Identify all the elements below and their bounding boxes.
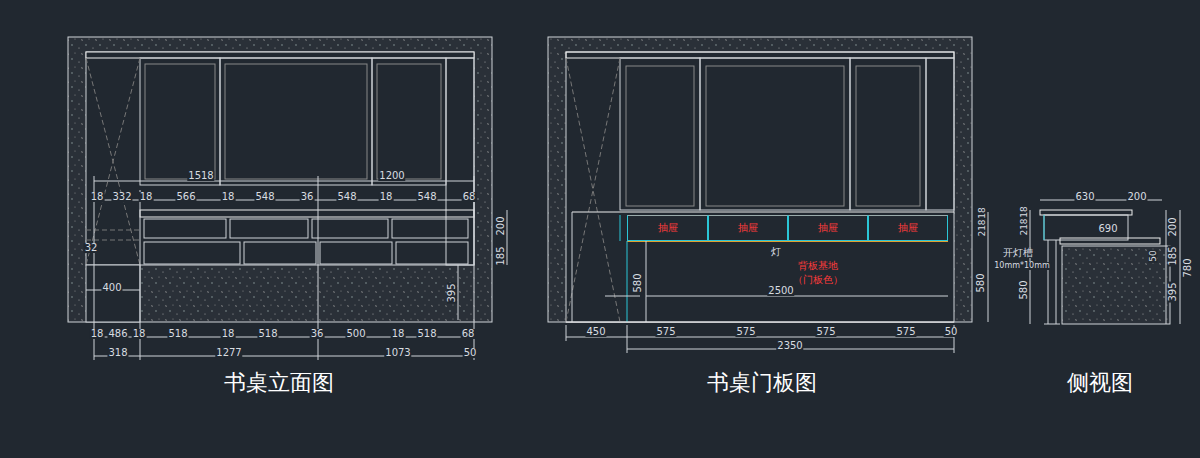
dimension-label: 575 xyxy=(895,327,916,337)
dimension-label: 548 xyxy=(416,192,437,202)
dimension-label: 18 xyxy=(391,329,406,339)
dimension-label: 566 xyxy=(175,192,196,202)
dimension-label: 400 xyxy=(101,283,122,293)
dimension-label: 18 xyxy=(139,192,154,202)
dimension-label: 395 xyxy=(447,282,457,303)
dimension-label: 185 xyxy=(496,245,506,266)
dimension-label: 580 xyxy=(1019,279,1029,300)
dimension-label: 218 xyxy=(1020,217,1029,236)
dimension-label: 50 xyxy=(1149,249,1158,262)
drawing-caption: 书桌立面图 xyxy=(223,372,335,394)
dimension-label: 18 xyxy=(90,329,105,339)
dimension-label: 575 xyxy=(655,327,676,337)
drawer-label: 抽屉 xyxy=(898,223,918,233)
dimension-label: 1277 xyxy=(215,348,242,358)
dimension-label: 开灯槽 xyxy=(1002,248,1034,258)
dimension-label: 36 xyxy=(310,329,325,339)
dimension-label: 580 xyxy=(633,272,643,293)
dimension-label: 518 xyxy=(257,329,278,339)
dimension-label: 1073 xyxy=(384,348,411,358)
dimension-label: 50 xyxy=(944,327,959,337)
dimension-label: 218 xyxy=(978,218,987,237)
dimension-label: 548 xyxy=(254,192,275,202)
drawer-box: 抽屉 xyxy=(627,215,708,241)
dimension-label: 518 xyxy=(167,329,188,339)
dimension-label: 200 xyxy=(496,215,506,236)
drawer-box: 抽屉 xyxy=(868,215,948,241)
dimension-label: 18 xyxy=(221,192,236,202)
dimension-label: 2350 xyxy=(776,341,803,351)
dimension-label: 200 xyxy=(1168,216,1178,237)
dimension-label: 318 xyxy=(107,348,128,358)
dimension-label: 690 xyxy=(1097,224,1118,234)
dimension-label: 486 xyxy=(107,329,128,339)
drawer-label: 抽屉 xyxy=(818,223,838,233)
drawer-label: 抽屉 xyxy=(658,223,678,233)
dimension-label: 2500 xyxy=(767,286,794,296)
dimension-label: 1200 xyxy=(378,171,405,181)
dimension-label: 780 xyxy=(1183,257,1193,278)
drawing-caption: 书桌门板图 xyxy=(706,372,818,394)
dimension-label: 36 xyxy=(300,192,315,202)
dimension-label: （门板色） xyxy=(792,275,844,285)
dimension-label: 18 xyxy=(132,329,147,339)
dimension-label: 18 xyxy=(90,192,105,202)
dimension-label: 背板基地 xyxy=(797,261,839,271)
drawing-caption: 侧视图 xyxy=(1066,372,1134,394)
dimension-label: 1518 xyxy=(187,171,214,181)
drawer-box: 抽屉 xyxy=(788,215,868,241)
dimension-label: 450 xyxy=(585,327,606,337)
dimension-label: 630 xyxy=(1074,192,1095,202)
dimension-label: 580 xyxy=(976,272,986,293)
dimension-label: 500 xyxy=(345,329,366,339)
dimension-label: 395 xyxy=(1168,281,1178,302)
dimension-label: 575 xyxy=(735,327,756,337)
dimension-label: 185 xyxy=(1168,245,1178,266)
dimension-label: 18 xyxy=(379,192,394,202)
dimension-label: 200 xyxy=(1126,192,1147,202)
dimension-label: 518 xyxy=(416,329,437,339)
drawer-label: 抽屉 xyxy=(738,223,758,233)
dimension-label: 18 xyxy=(221,329,236,339)
dimension-label: 548 xyxy=(336,192,357,202)
dimension-label: 10mm*10mm xyxy=(993,262,1051,270)
dimension-label: 68 xyxy=(462,192,477,202)
dimension-label: 575 xyxy=(815,327,836,337)
dimension-label: 68 xyxy=(461,329,476,339)
dimension-label: 32 xyxy=(84,243,99,253)
dimension-label: 332 xyxy=(111,192,132,202)
drawer-box: 抽屉 xyxy=(708,215,788,241)
dimension-label: 50 xyxy=(463,348,478,358)
dimension-label: 灯 xyxy=(770,247,782,257)
